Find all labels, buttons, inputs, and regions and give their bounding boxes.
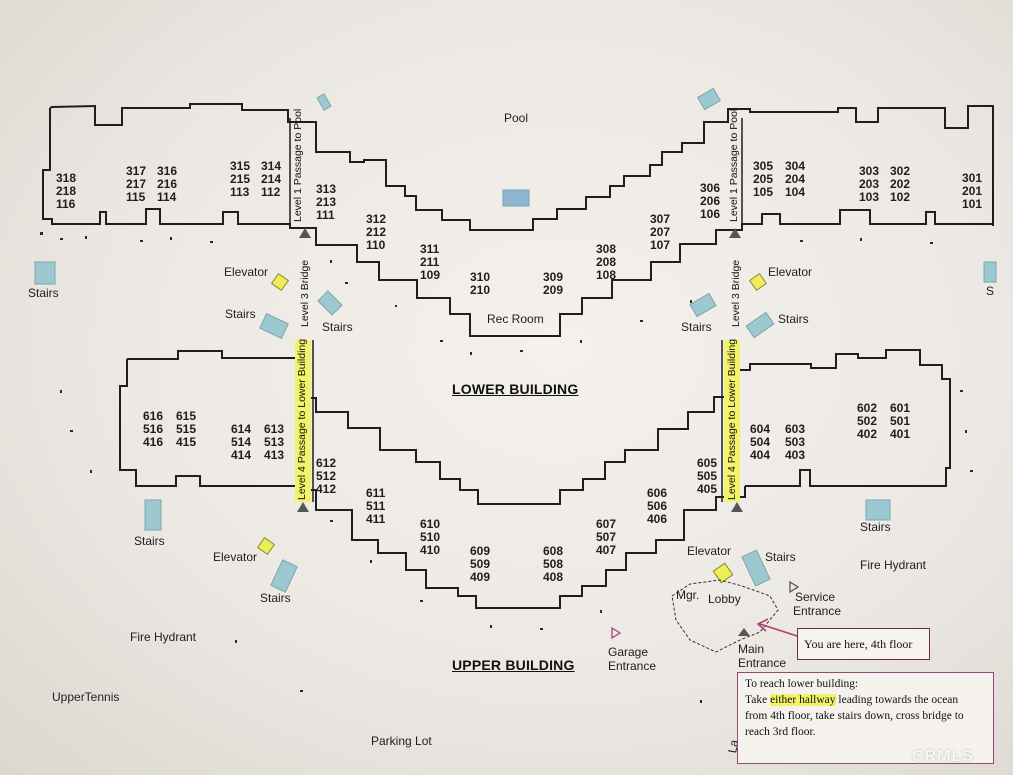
unit-310-stack: 310 210 — [470, 270, 491, 297]
pool-label: Pool — [504, 111, 529, 125]
fire-hydrant-left-label: Fire Hydrant — [130, 630, 197, 644]
stairs-label-upper-right-b: Stairs — [765, 550, 796, 564]
arrow-marker — [729, 228, 741, 238]
lower-building-title: LOWER BUILDING — [452, 381, 579, 397]
service-entrance-marker — [789, 580, 800, 594]
note-line-2: Take either hallway leading towards the … — [745, 694, 959, 706]
stairs-label-far-left: Stairs — [28, 286, 59, 300]
level4-passage-left: Level 4 Passage to Lower Building — [296, 338, 308, 500]
stairs-symbols — [34, 87, 997, 593]
upper-tennis-label: UpperTennis — [52, 690, 120, 704]
fire-hydrant-right-label: Fire Hydrant — [860, 558, 927, 572]
unit-615-stack: 615 515 415 — [176, 409, 197, 449]
elevator-label-lower-left: Elevator — [224, 265, 269, 279]
unit-606-stack: 606 506 406 — [647, 486, 668, 526]
unit-303-stack: 303 203 103 — [859, 164, 880, 204]
garage-entrance-marker — [611, 626, 622, 640]
unit-610-stack: 610 510 410 — [420, 517, 441, 557]
upper-building-outline — [127, 349, 951, 505]
unit-314-stack: 314 214 112 — [261, 159, 282, 199]
main-entrance-label-2: Entrance — [738, 656, 787, 670]
stairs-label-upper-right-a: Stairs — [860, 520, 891, 534]
level4-passage-left-highlight — [295, 340, 311, 502]
unit-603-stack: 603 503 403 — [785, 422, 806, 462]
unit-309-stack: 309 209 — [543, 270, 564, 297]
arrow-marker — [297, 502, 309, 512]
level3-bridge-right: Level 3 Bridge — [730, 259, 742, 327]
unit-308-stack: 308 208 108 — [596, 242, 617, 282]
service-entrance-label-1: Service — [795, 590, 836, 604]
unit-601-stack: 601 501 401 — [890, 401, 911, 441]
you-are-here-text: You are here, 4th floor — [804, 637, 913, 651]
upper-building-title: UPPER BUILDING — [452, 657, 575, 673]
service-entrance-label-2: Entrance — [793, 604, 842, 618]
garage-entrance-label-2: Entrance — [608, 659, 657, 673]
lobby-outline — [671, 579, 779, 653]
unit-316-stack: 316 216 114 — [157, 164, 178, 204]
lower-building-inner — [42, 108, 993, 337]
lower-building-outline — [49, 103, 994, 231]
unit-305-stack: 305 205 105 — [753, 159, 774, 199]
dotted-marks — [40, 232, 973, 703]
main-entrance-marker — [738, 628, 750, 636]
unit-614-stack: 614 514 414 — [231, 422, 252, 462]
stairs-label-upper-left-a: Stairs — [134, 534, 165, 548]
note-line-3: from 4th floor, take stairs down, cross … — [745, 710, 964, 722]
stairs-label-upper-left-b: Stairs — [260, 591, 291, 605]
elevator-symbols — [256, 272, 768, 584]
directions-note: To reach lower building: Take either hal… — [737, 672, 994, 764]
unit-307-stack: 307 207 107 — [650, 212, 671, 252]
unit-317-stack: 317 217 115 — [126, 164, 147, 204]
unit-605-stack: 605 505 405 — [697, 456, 718, 496]
unit-611-stack: 611 511 411 — [366, 486, 386, 526]
unit-301-stack: 301 201 101 — [962, 171, 983, 211]
unit-311-stack: 311 211 109 — [420, 242, 441, 282]
note-line-1: To reach lower building: — [745, 678, 859, 690]
unit-312-stack: 312 212 110 — [366, 212, 387, 252]
parking-lot-label: Parking Lot — [371, 734, 432, 748]
main-entrance-label-1: Main — [738, 642, 765, 656]
watermark: CRMLS — [912, 748, 974, 765]
level3-bridge-left: Level 3 Bridge — [299, 259, 311, 327]
unit-608-stack: 608 508 408 — [543, 544, 564, 584]
stairs-label-far-right: S — [986, 284, 995, 298]
stairs-label-lower-right-b: Stairs — [778, 312, 809, 326]
unit-302-stack: 302 202 102 — [890, 164, 911, 204]
elevator-label-upper-right: Elevator — [687, 544, 732, 558]
stairs-label-lower-right-a: Stairs — [681, 320, 712, 334]
note-line-4: reach 3rd floor. — [745, 726, 816, 738]
you-are-here-arrow — [759, 623, 798, 637]
elevator-label-lower-right: Elevator — [768, 265, 813, 279]
upper-building-inner — [119, 359, 746, 609]
stairs-label-lower-left-a: Stairs — [225, 307, 256, 321]
unit-613-stack: 613 513 413 — [264, 422, 285, 462]
unit-304-stack: 304 204 104 — [785, 159, 806, 199]
arrow-marker — [299, 228, 311, 238]
stairs-label-lower-left-b: Stairs — [322, 320, 353, 334]
unit-607-stack: 607 507 407 — [596, 517, 617, 557]
lobby-label: Lobby — [708, 592, 741, 606]
level1-passage-right: Level 1 Passage to Pool — [728, 108, 740, 222]
unit-609-stack: 609 509 409 — [470, 544, 491, 584]
level4-passage-right: Level 4 Passage to Lower Building — [726, 338, 738, 500]
you-are-here-box: You are here, 4th floor — [797, 628, 930, 660]
unit-612-stack: 612 512 412 — [316, 456, 337, 496]
unit-313-stack: 313 213 111 — [316, 182, 337, 222]
level1-passage-left: Level 1 Passage to Pool — [292, 108, 304, 222]
arrow-marker — [731, 502, 743, 512]
elevator-label-upper-left: Elevator — [213, 550, 258, 564]
garage-entrance-label-1: Garage — [608, 645, 649, 659]
unit-602-stack: 602 502 402 — [857, 401, 878, 441]
rec-room-label: Rec Room — [487, 312, 544, 326]
manager-office-label: Mgr. — [676, 588, 700, 602]
level4-passage-right-highlight — [724, 340, 740, 502]
unit-616-stack: 616 516 416 — [143, 409, 164, 449]
unit-306-stack: 306 206 106 — [700, 181, 721, 221]
unit-318-stack: 318 218 116 — [56, 171, 77, 211]
note-highlight: either hallway — [770, 694, 836, 706]
unit-604-stack: 604 504 404 — [750, 422, 771, 462]
unit-315-stack: 315 215 113 — [230, 159, 251, 199]
